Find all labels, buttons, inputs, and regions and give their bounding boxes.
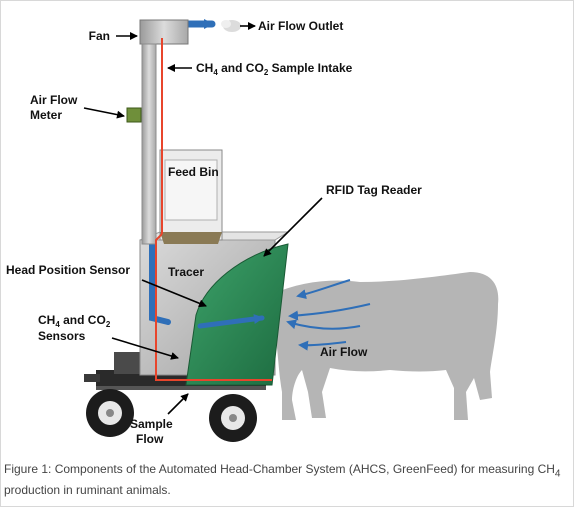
- intake-sub2: 2: [264, 68, 269, 77]
- sensors-mid: and CO: [60, 313, 106, 327]
- sample-flow-line2: Flow: [136, 432, 164, 446]
- intake-sub1: 4: [213, 68, 218, 77]
- sensors-sub2: 2: [106, 320, 111, 329]
- feed-bin: [159, 149, 223, 244]
- sensors-prefix: CH: [38, 313, 55, 327]
- pointer-arrows: [83, 22, 323, 415]
- label-air-flow: Air Flow: [320, 345, 368, 359]
- air-flow-arrows: [286, 279, 371, 351]
- outlet-diffuser: [221, 20, 241, 32]
- sample-line: [155, 38, 272, 381]
- air-flow-meter-line2: Meter: [30, 108, 62, 122]
- wheel-right: [209, 394, 257, 442]
- label-feed-bin: Feed Bin: [168, 165, 219, 179]
- air-flow-meter-line1: Air Flow: [30, 93, 78, 107]
- label-air-flow-meter: Air Flow Meter: [30, 93, 81, 122]
- figure-caption: Figure 1: Components of the Automated He…: [4, 461, 570, 499]
- label-sample-flow: Sample Flow: [130, 417, 176, 446]
- fan-housing: [139, 19, 189, 45]
- wheel-left: [86, 389, 134, 437]
- sensors-sub1: 4: [55, 320, 60, 329]
- sensor-box: [114, 352, 144, 374]
- caption-text: Figure 1: Components of the Automated He…: [4, 462, 555, 476]
- label-sensors: CH4 and CO2 Sensors: [38, 313, 114, 343]
- caption-line2: production in ruminant animals.: [4, 483, 171, 498]
- sensors-line2: Sensors: [38, 329, 86, 343]
- label-rfid-tag-reader: RFID Tag Reader: [326, 183, 422, 197]
- label-fan: Fan: [89, 29, 110, 43]
- label-tracer: Tracer: [168, 265, 204, 279]
- sample-flow-line1: Sample: [130, 417, 173, 431]
- intake-mid: and CO: [218, 61, 264, 75]
- cow-silhouette: [272, 272, 499, 420]
- label-sample-intake: CH4 and CO2 Sample Intake: [196, 61, 353, 77]
- intake-prefix: CH: [196, 61, 213, 75]
- intake-suffix: Sample Intake: [268, 61, 352, 75]
- air-flow-meter-device: [126, 107, 142, 123]
- ahcs-diagram: Fan Air Flow Outlet CH4 and CO2 Sample I…: [6, 19, 499, 446]
- label-head-position-sensor: Head Position Sensor: [6, 263, 130, 277]
- caption-subscript: 4: [554, 468, 561, 480]
- mast: [141, 43, 157, 245]
- label-air-flow-outlet: Air Flow Outlet: [258, 19, 343, 33]
